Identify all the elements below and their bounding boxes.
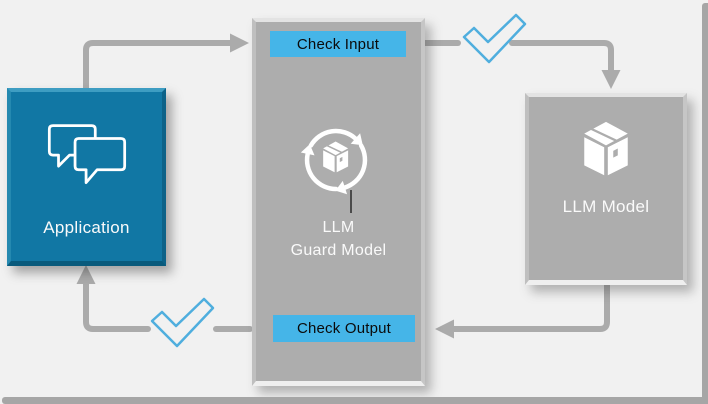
arrowhead-right-icon <box>230 33 249 53</box>
pointer-line-artifact <box>350 190 352 213</box>
guard-label-line1: LLM <box>322 219 355 236</box>
application-label: Application <box>43 218 130 237</box>
application-node: Application <box>7 88 166 266</box>
checkmark-input-icon <box>462 13 527 64</box>
edge-guard-to-app <box>83 281 151 332</box>
checkmark-output-icon <box>150 297 215 348</box>
arrowhead-left-icon <box>435 319 454 339</box>
frame-border-bottom <box>2 397 708 404</box>
check-input-badge: Check Input <box>270 31 406 57</box>
guard-model-node: Check Input LLM Guard Model Check Output <box>252 18 425 386</box>
package-cycle-icon <box>292 128 380 203</box>
package-icon <box>584 121 628 176</box>
arrowhead-up-icon <box>76 265 96 284</box>
edge-app-to-guard <box>83 40 233 95</box>
edge-guard-to-llm <box>509 40 614 75</box>
llm-model-node: LLM Model <box>525 93 687 285</box>
arrowhead-down-icon <box>601 70 621 89</box>
frame-border-right <box>702 3 708 402</box>
guard-label-line2: Guard Model <box>290 242 387 259</box>
llm-model-label: LLM Model <box>562 197 650 216</box>
edge-llm-to-guard <box>451 278 610 332</box>
chat-bubbles-icon <box>47 124 126 185</box>
guard-model-label: LLM Guard Model <box>256 216 421 262</box>
check-output-badge: Check Output <box>273 315 415 342</box>
